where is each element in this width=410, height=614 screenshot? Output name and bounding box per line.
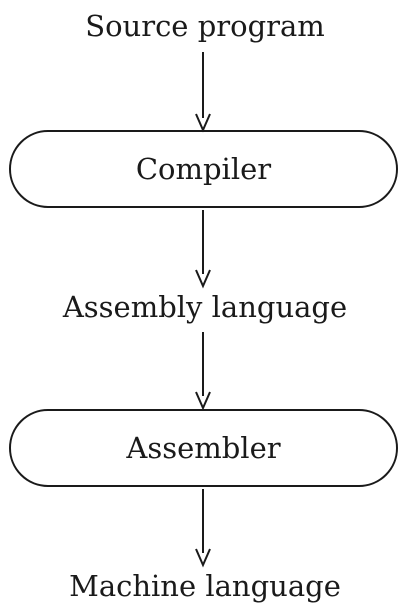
assembler-box: Assembler xyxy=(9,409,398,487)
arrow-source-to-compiler xyxy=(195,52,211,133)
arrow-assembler-to-machine xyxy=(195,489,211,568)
arrow-compiler-to-assembly xyxy=(195,210,211,289)
assembly-language-label: Assembly language xyxy=(62,290,348,324)
compiler-label: Compiler xyxy=(135,152,272,186)
compiler-box: Compiler xyxy=(9,130,398,208)
arrow-assembly-to-assembler xyxy=(195,332,211,411)
source-program-label: Source program xyxy=(85,9,325,43)
assembler-label: Assembler xyxy=(126,431,281,465)
machine-language-label: Machine language xyxy=(69,569,341,603)
